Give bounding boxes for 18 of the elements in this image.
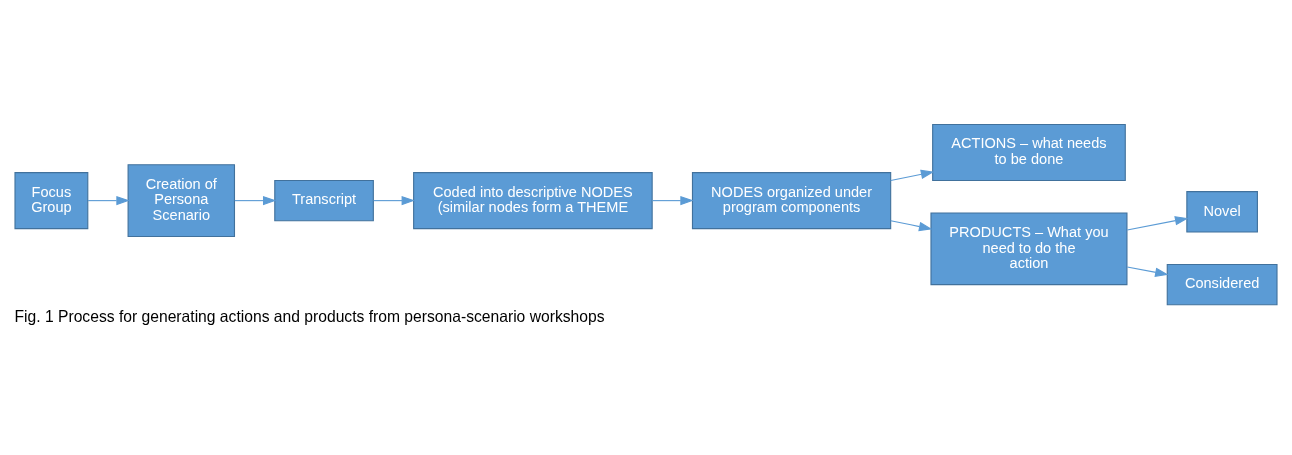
arrow <box>87 195 130 206</box>
node-box: Novel <box>1186 191 1258 233</box>
node-box: PRODUCTS – What you need to do the action <box>930 212 1128 286</box>
arrow <box>1126 266 1169 277</box>
arrow <box>1126 216 1189 231</box>
arrow <box>373 195 416 206</box>
node-box: Coded into descriptive NODES (similar nodes form a THEME <box>413 172 653 230</box>
node-box: ACTIONS – what needs to be done <box>932 123 1126 182</box>
arrow <box>234 195 277 206</box>
node-box: Creation of Persona Scenario <box>127 164 236 237</box>
node-box: Transcript <box>274 179 374 222</box>
caption: Fig. 1 Process for generating actions and products from persona-scenario workshops <box>14 307 605 325</box>
arrow <box>890 169 935 182</box>
node-box: Focus Group <box>14 172 89 230</box>
node-box: Considered <box>1166 263 1278 306</box>
node-box: NODES organized under program components <box>691 172 892 230</box>
arrow <box>890 220 933 232</box>
arrow <box>651 195 694 206</box>
